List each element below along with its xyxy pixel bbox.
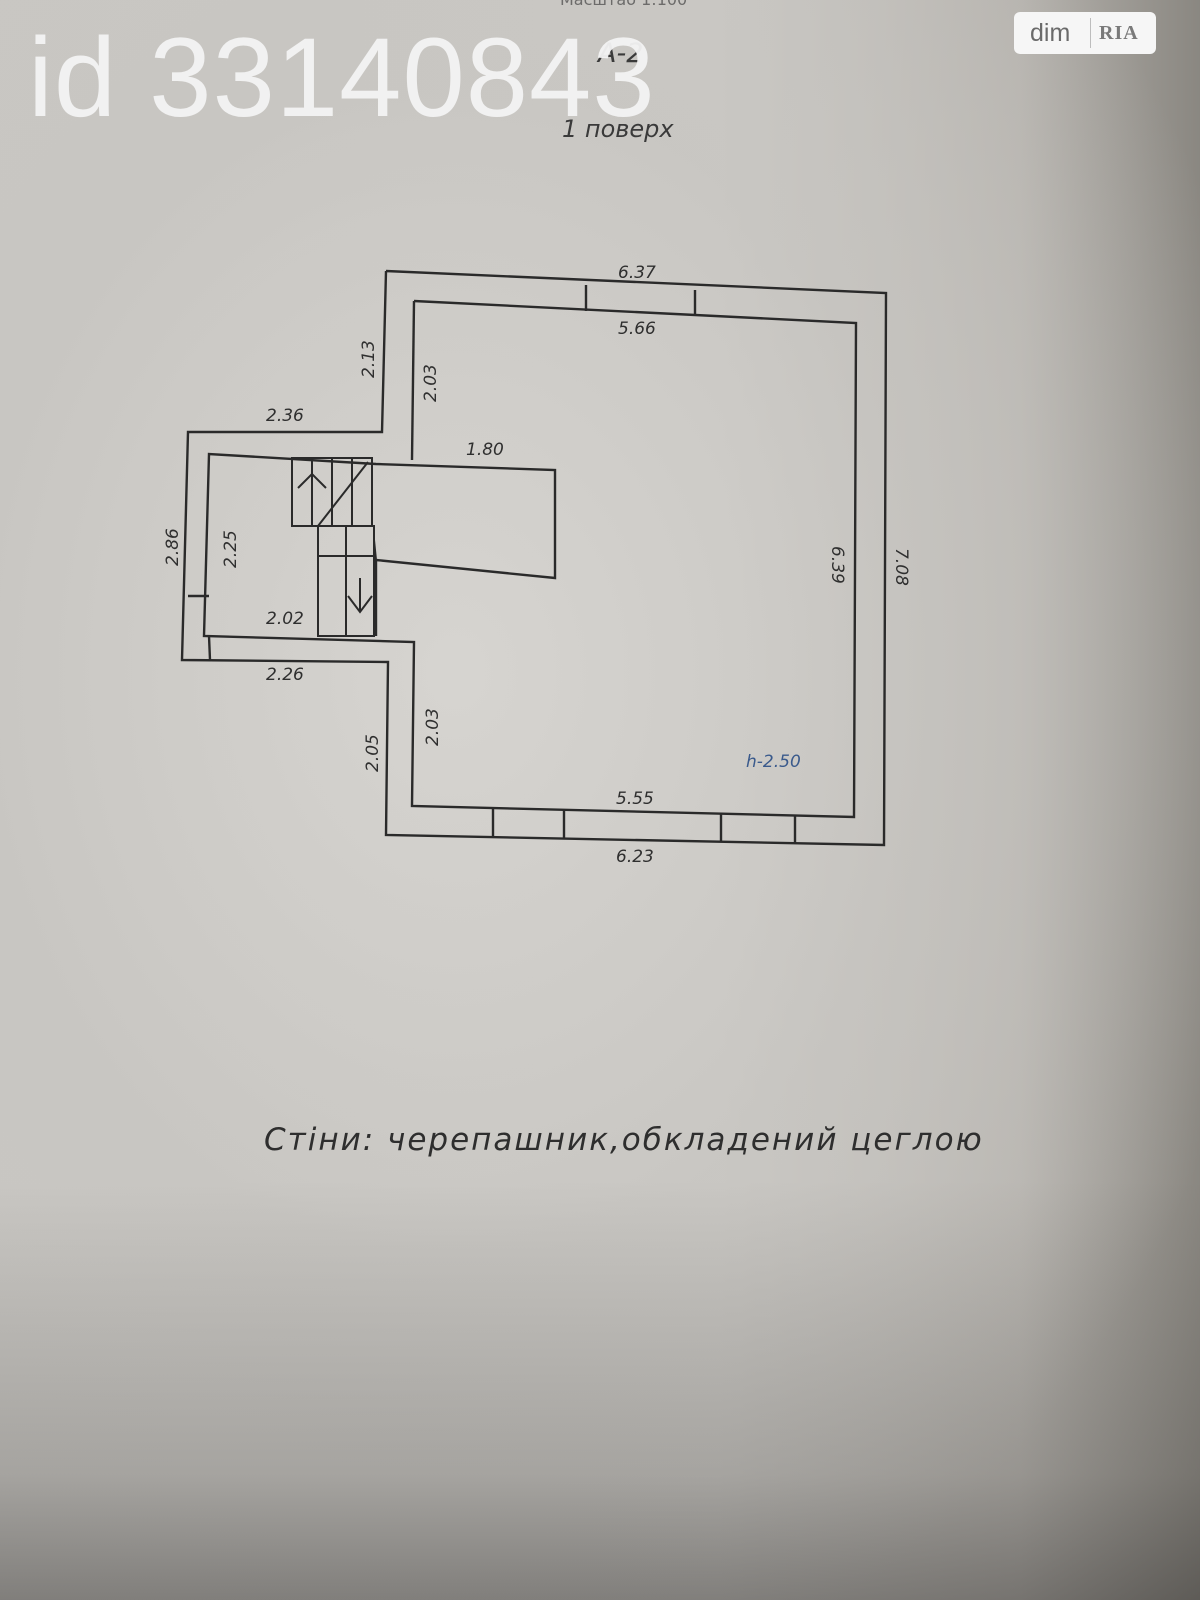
outer-wall-outline [180,269,888,847]
inner-wall-outline [202,299,858,819]
dim-left-bottom-inner: 2.03 [423,708,443,746]
walls-caption: Стіни: черепашник,обкладений цеглою [264,1122,984,1158]
dim-right-outer: 7.08 [891,548,911,586]
dim-wing-left-inner: 2.25 [221,530,241,568]
logo-separator [1090,18,1091,48]
dim-stair-top: 1.80 [466,440,504,460]
dim-top-inner: 5.66 [618,319,656,339]
logo-ria-text: RIA [1099,21,1139,44]
dim-left-top-inner: 2.03 [421,364,441,402]
logo-dim-text: dim [1030,18,1071,47]
dim-right-inner: 6.39 [827,546,847,584]
dim-bottom-outer: 6.23 [616,847,654,867]
dim-bottom-inner: 5.55 [616,789,654,809]
dimria-logo: dim RIA [1014,12,1156,54]
dim-wing-top: 2.36 [266,406,304,426]
inner-wall-upper [410,300,416,461]
dim-top-outer: 6.37 [618,263,656,283]
staircase [291,457,377,637]
scale-fragment: Масштаб 1:100 [560,0,687,9]
dim-wing-left-outer: 2.86 [163,528,183,566]
floor-label: 1 поверх [562,115,674,143]
dim-left-top-outer: 2.13 [359,340,379,378]
dim-left-bottom-outer: 2.05 [363,734,383,772]
photo-shadow [0,1180,1200,1600]
wing-wall-break-2 [207,635,212,661]
listing-id-watermark: id 33140843 [28,15,656,140]
height-note: h-2.50 [746,752,801,772]
drawing-code: А-2 [598,38,644,69]
dim-wing-bottom-inner: 2.02 [266,609,304,629]
dim-wing-bottom-outer: 2.26 [266,665,304,685]
